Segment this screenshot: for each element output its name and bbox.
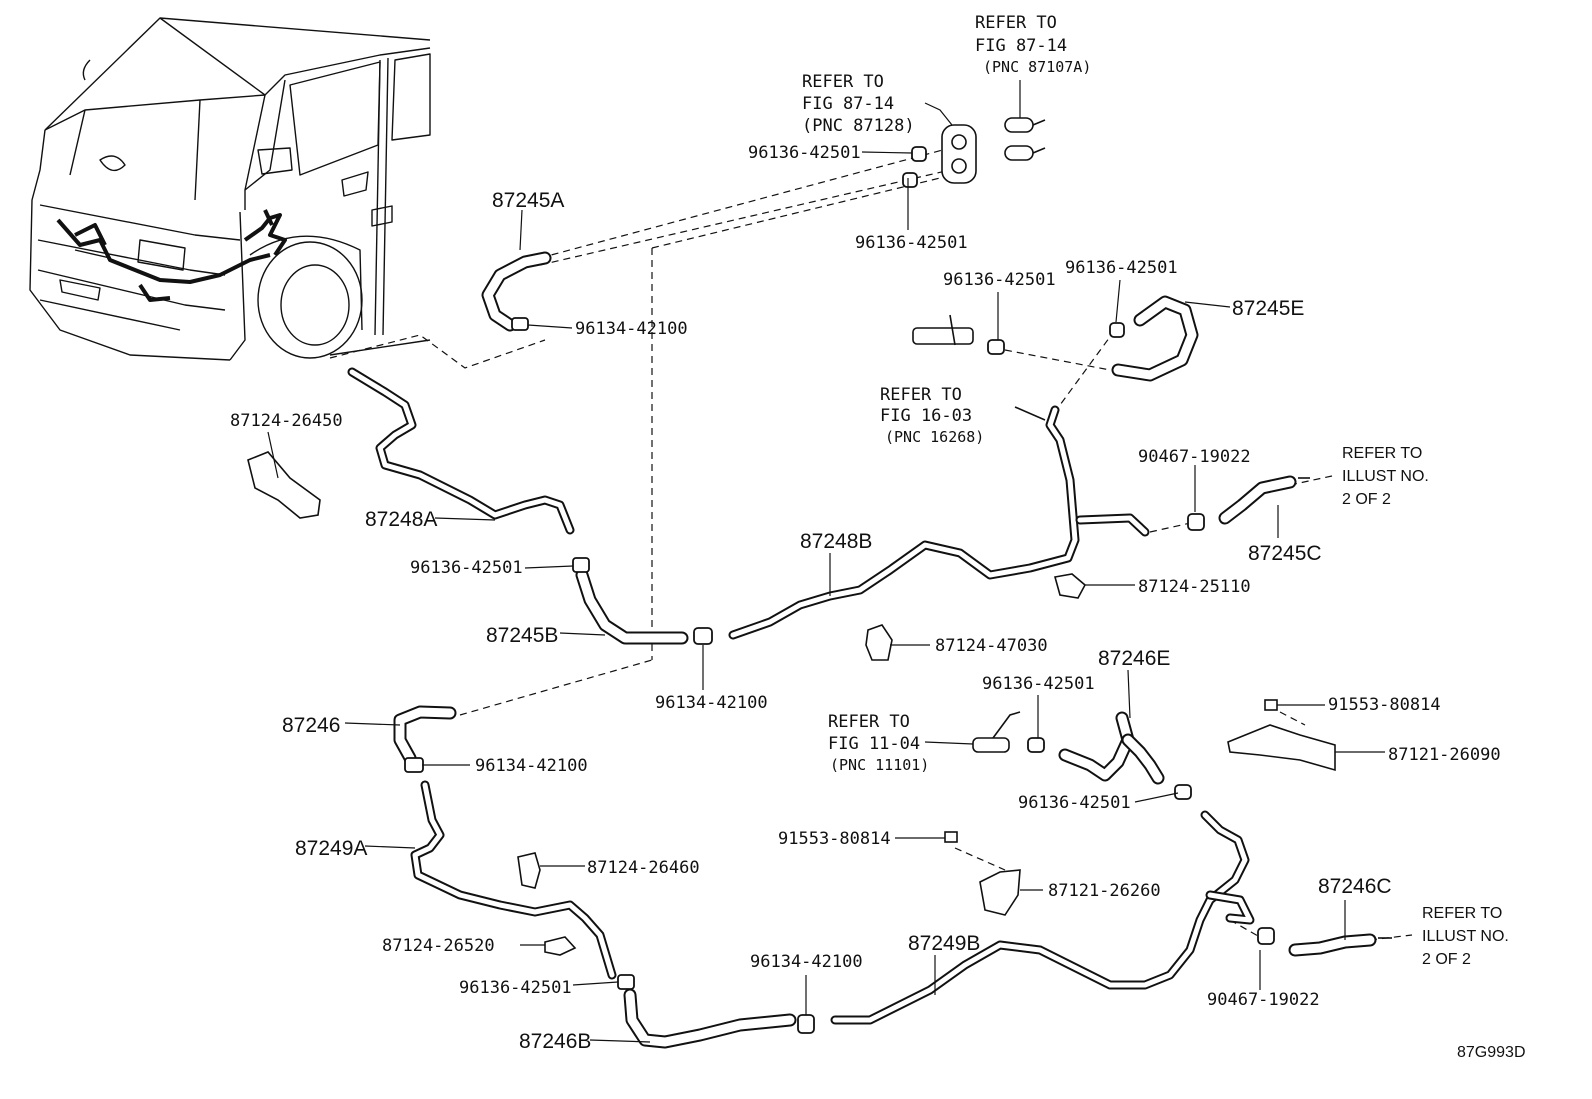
ref-illust-lower: REFER TO ILLUST NO. 2 OF 2: [1422, 905, 1509, 968]
part-label-96136-42501[interactable]: 96136-42501: [410, 558, 523, 578]
ref-text-line3: 2 OF 2: [1422, 951, 1471, 968]
ref-text-line2: FIG 11-04: [828, 734, 920, 754]
ref-text-line3: 2 OF 2: [1342, 491, 1391, 508]
part-labels-small: 96136-42501 96136-42501 96134-42100 9613…: [230, 143, 1501, 1010]
part-label-87124-47030[interactable]: 87124-47030: [935, 636, 1048, 656]
pipe-87249A: [410, 780, 617, 980]
part-label-87249B[interactable]: 87249B: [908, 932, 980, 955]
part-label-87248A[interactable]: 87248A: [365, 508, 437, 531]
pipe-87249B: [830, 810, 1255, 1025]
part-label-87246E[interactable]: 87246E: [1098, 647, 1170, 670]
part-label-87124-26520[interactable]: 87124-26520: [382, 936, 495, 956]
part-label-96134-42100[interactable]: 96134-42100: [575, 319, 688, 339]
hose-87245B: [575, 568, 689, 645]
part-labels-large: 87245A 87245E 87245C 87245B 87248A 87248…: [282, 189, 1392, 1053]
ref-text-line3: (PNC 87107A): [983, 58, 1091, 76]
ref-text-line2: FIG 87-14: [975, 36, 1067, 56]
pipe-87248A: [347, 367, 575, 535]
ref-text-line1: REFER TO: [1422, 905, 1502, 922]
part-label-90467-19022[interactable]: 90467-19022: [1207, 990, 1320, 1010]
part-label-87121-26090[interactable]: 87121-26090: [1388, 745, 1501, 765]
routing-lines: [329, 147, 1413, 941]
hose-87246B: [623, 988, 797, 1049]
ref-fig-87-14-87107a: REFER TO FIG 87-14 (PNC 87107A): [975, 13, 1091, 76]
ref-text-line2: ILLUST NO.: [1422, 928, 1509, 945]
ref-text-line3: (PNC 11101): [830, 756, 929, 774]
ref-text-line3: (PNC 87128): [802, 116, 915, 136]
part-label-96134-42100[interactable]: 96134-42100: [750, 952, 863, 972]
hose-87245E: [1111, 295, 1199, 382]
part-label-90467-19022[interactable]: 90467-19022: [1138, 447, 1251, 467]
hose-87245C: [1218, 475, 1297, 525]
part-label-87124-26460[interactable]: 87124-26460: [587, 858, 700, 878]
part-label-87124-26450[interactable]: 87124-26450: [230, 411, 343, 431]
ref-text-line3: (PNC 16268): [885, 428, 984, 446]
reference-fittings: [912, 117, 1392, 939]
clamp-icons: [404, 146, 1275, 1034]
hose-87246E: [1058, 711, 1165, 785]
ref-text-line1: REFER TO: [802, 72, 884, 92]
part-label-96136-42501[interactable]: 96136-42501: [748, 143, 861, 163]
part-label-87121-26260[interactable]: 87121-26260: [1048, 881, 1161, 901]
ref-illust-upper: REFER TO ILLUST NO. 2 OF 2: [1342, 445, 1429, 508]
part-label-87249A[interactable]: 87249A: [295, 837, 367, 860]
leader-lines: [267, 80, 1385, 1043]
part-label-87245A[interactable]: 87245A: [492, 189, 564, 212]
ref-text-line1: REFER TO: [1342, 445, 1422, 462]
ref-fig-11-04: REFER TO FIG 11-04 (PNC 11101): [828, 712, 929, 774]
ref-text-line2: FIG 87-14: [802, 94, 894, 114]
hose-87246: [393, 705, 457, 765]
part-label-87245E[interactable]: 87245E: [1232, 297, 1304, 320]
part-label-87246B[interactable]: 87246B: [519, 1030, 591, 1053]
part-label-87246[interactable]: 87246: [282, 714, 340, 737]
part-label-87246C[interactable]: 87246C: [1318, 875, 1392, 898]
part-label-96136-42501[interactable]: 96136-42501: [855, 233, 968, 253]
part-label-96136-42501[interactable]: 96136-42501: [459, 978, 572, 998]
part-label-87124-25110[interactable]: 87124-25110: [1138, 577, 1251, 597]
hose-87245A: [481, 251, 552, 332]
diagram-code: 87G993D: [1457, 1044, 1526, 1061]
ref-text-line1: REFER TO: [880, 385, 962, 405]
pipe-87248B: [728, 405, 1150, 640]
van-illustration: [29, 17, 431, 361]
part-label-96136-42501[interactable]: 96136-42501: [943, 270, 1056, 290]
part-label-87248B[interactable]: 87248B: [800, 530, 872, 553]
part-label-87245B[interactable]: 87245B: [486, 624, 558, 647]
ref-fig-87-14-87128: REFER TO FIG 87-14 (PNC 87128): [802, 72, 915, 136]
part-label-96134-42100[interactable]: 96134-42100: [655, 693, 768, 713]
part-label-91553-80814[interactable]: 91553-80814: [1328, 695, 1441, 715]
part-label-87245C[interactable]: 87245C: [1248, 542, 1322, 565]
part-label-96136-42501[interactable]: 96136-42501: [1065, 258, 1178, 278]
ref-text-line1: REFER TO: [828, 712, 910, 732]
bracket-icons: [247, 451, 1336, 956]
part-label-91553-80814[interactable]: 91553-80814: [778, 829, 891, 849]
hose-87246C: [1288, 933, 1377, 957]
ref-text-line2: FIG 16-03: [880, 406, 972, 426]
ref-fig-16-03: REFER TO FIG 16-03 (PNC 16268): [880, 385, 984, 446]
ref-text-line1: REFER TO: [975, 13, 1057, 33]
part-label-96136-42501[interactable]: 96136-42501: [982, 674, 1095, 694]
part-label-96136-42501[interactable]: 96136-42501: [1018, 793, 1131, 813]
part-label-96134-42100[interactable]: 96134-42100: [475, 756, 588, 776]
ref-text-line2: ILLUST NO.: [1342, 468, 1429, 485]
